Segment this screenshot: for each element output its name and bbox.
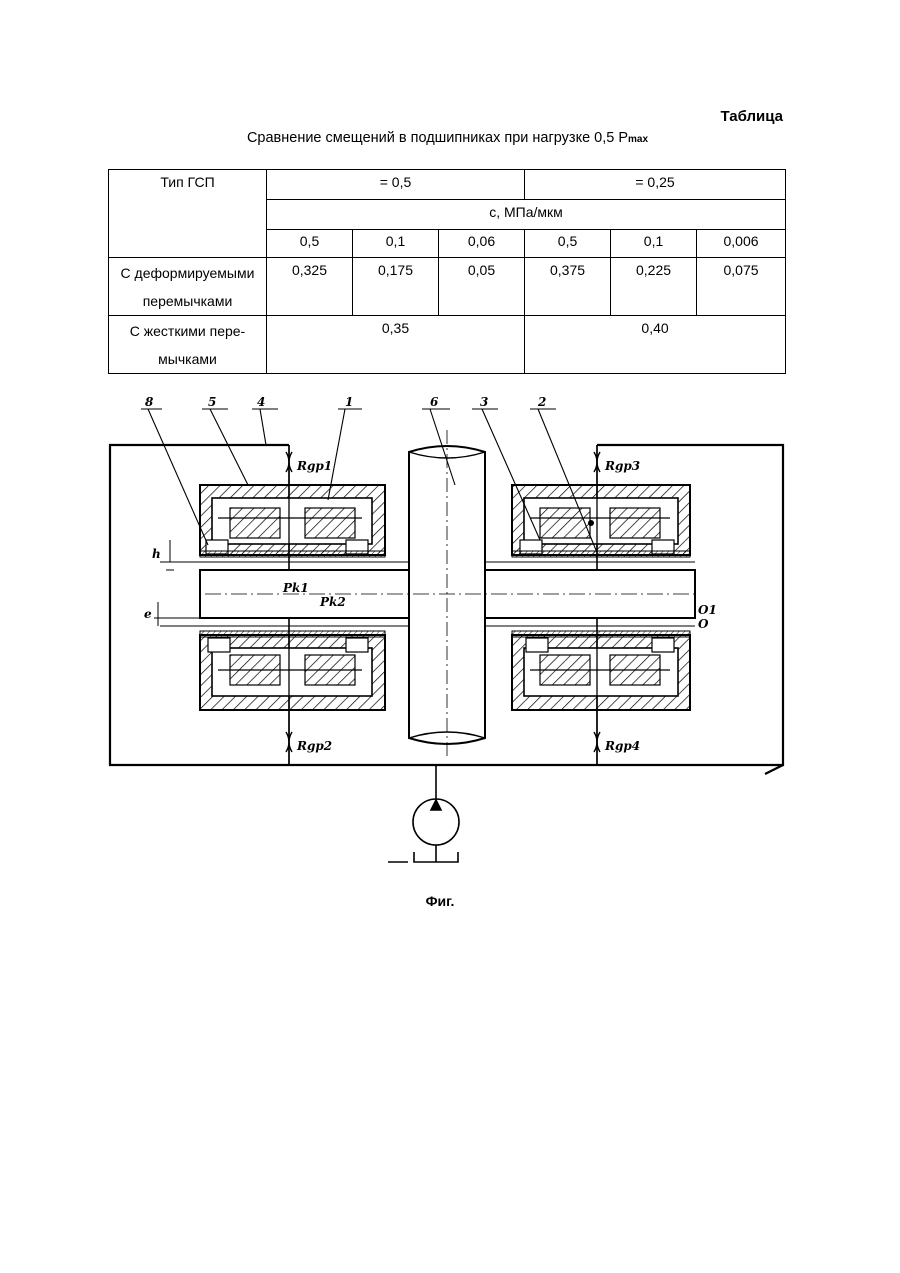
resistor-rgp3: Rgp3	[604, 459, 640, 473]
label-4: 4	[257, 395, 265, 409]
table-cell: 0,05	[439, 258, 525, 316]
header-group-b: = 0,25	[525, 170, 786, 200]
stiffness-value: 0,5	[525, 230, 611, 258]
gap-h: h	[152, 547, 161, 561]
table-cell: 0,40	[525, 316, 786, 374]
table-cell: 0,375	[525, 258, 611, 316]
bearing-schematic: 8 5 4 1 6 3 2 Rgp1 Rgp3 Rgp2 Rgp4 Pk1 Pk…	[100, 390, 800, 890]
axis-o: O	[698, 617, 709, 631]
table-cell: 0,325	[267, 258, 353, 316]
comparison-table: Тип ГСП = 0,5 = 0,25 с, МПа/мкм 0,5 0,1 …	[108, 169, 786, 374]
table-cell: 0,225	[611, 258, 697, 316]
header-group-a: = 0,5	[267, 170, 525, 200]
stiffness-value: 0,1	[353, 230, 439, 258]
label-1: 1	[345, 395, 353, 409]
pressure-pk1: Pk1	[282, 581, 309, 595]
bearing-block-upper-right	[512, 485, 690, 557]
table-cell: 0,075	[697, 258, 786, 316]
label-5: 5	[208, 395, 216, 409]
gap-e: e	[144, 607, 152, 621]
table-caption-subscript: max	[628, 134, 648, 145]
header-stiffness: с, МПа/мкм	[267, 200, 786, 230]
stiffness-value: 0,006	[697, 230, 786, 258]
header-type: Тип ГСП	[109, 170, 267, 258]
figure-caption: Фиг.	[380, 893, 500, 909]
resistor-rgp4: Rgp4	[604, 739, 640, 753]
table-caption: Сравнение смещений в подшипниках при наг…	[110, 130, 785, 146]
resistor-rgp2: Rgp2	[296, 739, 332, 753]
label-8: 8	[145, 395, 154, 409]
stiffness-value: 0,06	[439, 230, 525, 258]
pressure-pk2: Pk2	[319, 595, 346, 609]
pump-symbol	[388, 765, 459, 862]
table-label: Таблица	[700, 108, 783, 125]
table-cell: 0,35	[267, 316, 525, 374]
bearing-block-upper-left	[200, 485, 385, 557]
resistor-rgp1: Rgp1	[296, 459, 332, 473]
row-label-deformable: С деформируемыми перемычками	[109, 258, 267, 316]
label-3: 3	[480, 395, 488, 409]
table-cell: 0,175	[353, 258, 439, 316]
label-6: 6	[430, 395, 439, 409]
vertical-shaft	[409, 430, 485, 760]
label-2: 2	[537, 395, 546, 409]
stiffness-value: 0,5	[267, 230, 353, 258]
stiffness-value: 0,1	[611, 230, 697, 258]
row-label-rigid: С жесткими пере-мычками	[109, 316, 267, 374]
table-caption-text: Сравнение смещений в подшипниках при наг…	[247, 130, 628, 146]
axis-o1: O1	[698, 603, 717, 617]
